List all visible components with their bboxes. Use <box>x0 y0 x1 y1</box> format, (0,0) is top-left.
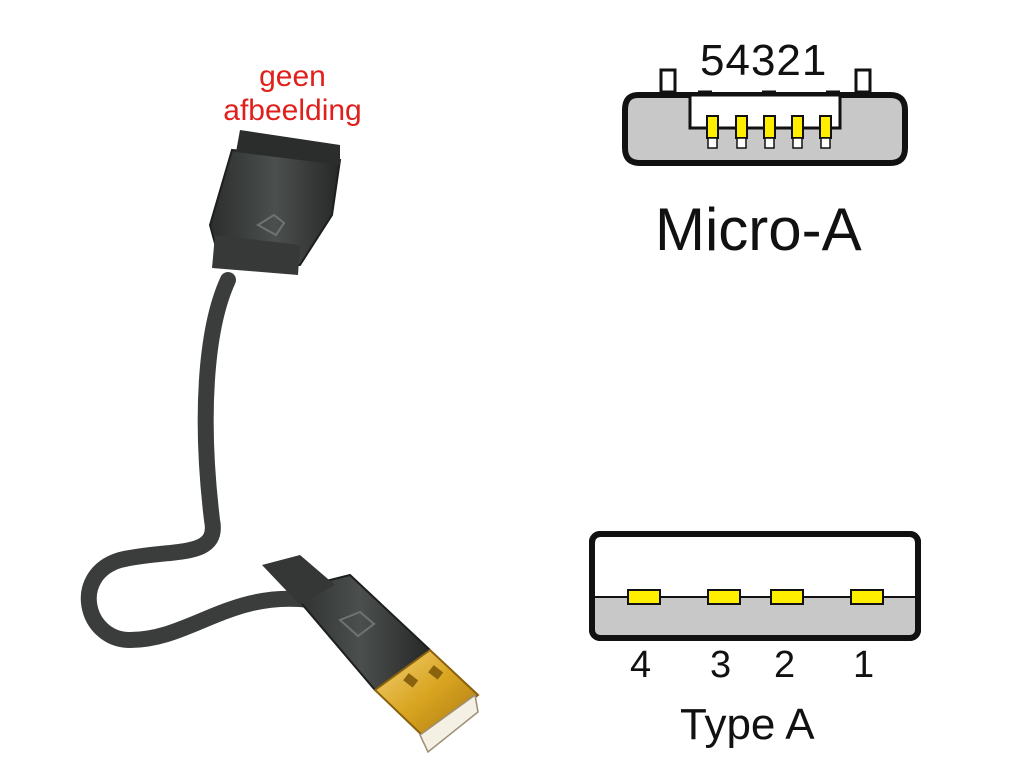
type-a-pin-2 <box>770 589 804 605</box>
missing-image-note: geen afbeelding <box>205 60 380 128</box>
note-line-2: afbeelding <box>223 94 362 127</box>
type-a-label: Type A <box>680 700 815 749</box>
type-a-pin-3 <box>707 589 741 605</box>
type-a-tongue <box>595 597 915 635</box>
type-a-pin-label-4: 4 <box>630 644 652 686</box>
type-a-pin-label-1: 1 <box>853 644 875 686</box>
micro-a-latch-left <box>659 68 677 94</box>
type-a-pin-label-3: 3 <box>710 644 732 686</box>
type-a-pin-4 <box>627 589 661 605</box>
micro-a-label: Micro-A <box>655 196 862 263</box>
micro-a-latch-right <box>854 68 872 94</box>
type-a-pin-label-2: 2 <box>774 644 796 686</box>
usb-a-metal-shell <box>373 648 480 754</box>
cable <box>80 272 318 649</box>
type-a-pin-1 <box>850 589 884 605</box>
micro-a-pin-numbers: 54321 <box>700 36 828 85</box>
top-connector <box>208 130 342 275</box>
note-line-1: geen <box>259 60 326 93</box>
type-a-pins <box>627 589 884 605</box>
micro-a-pins <box>706 115 832 149</box>
